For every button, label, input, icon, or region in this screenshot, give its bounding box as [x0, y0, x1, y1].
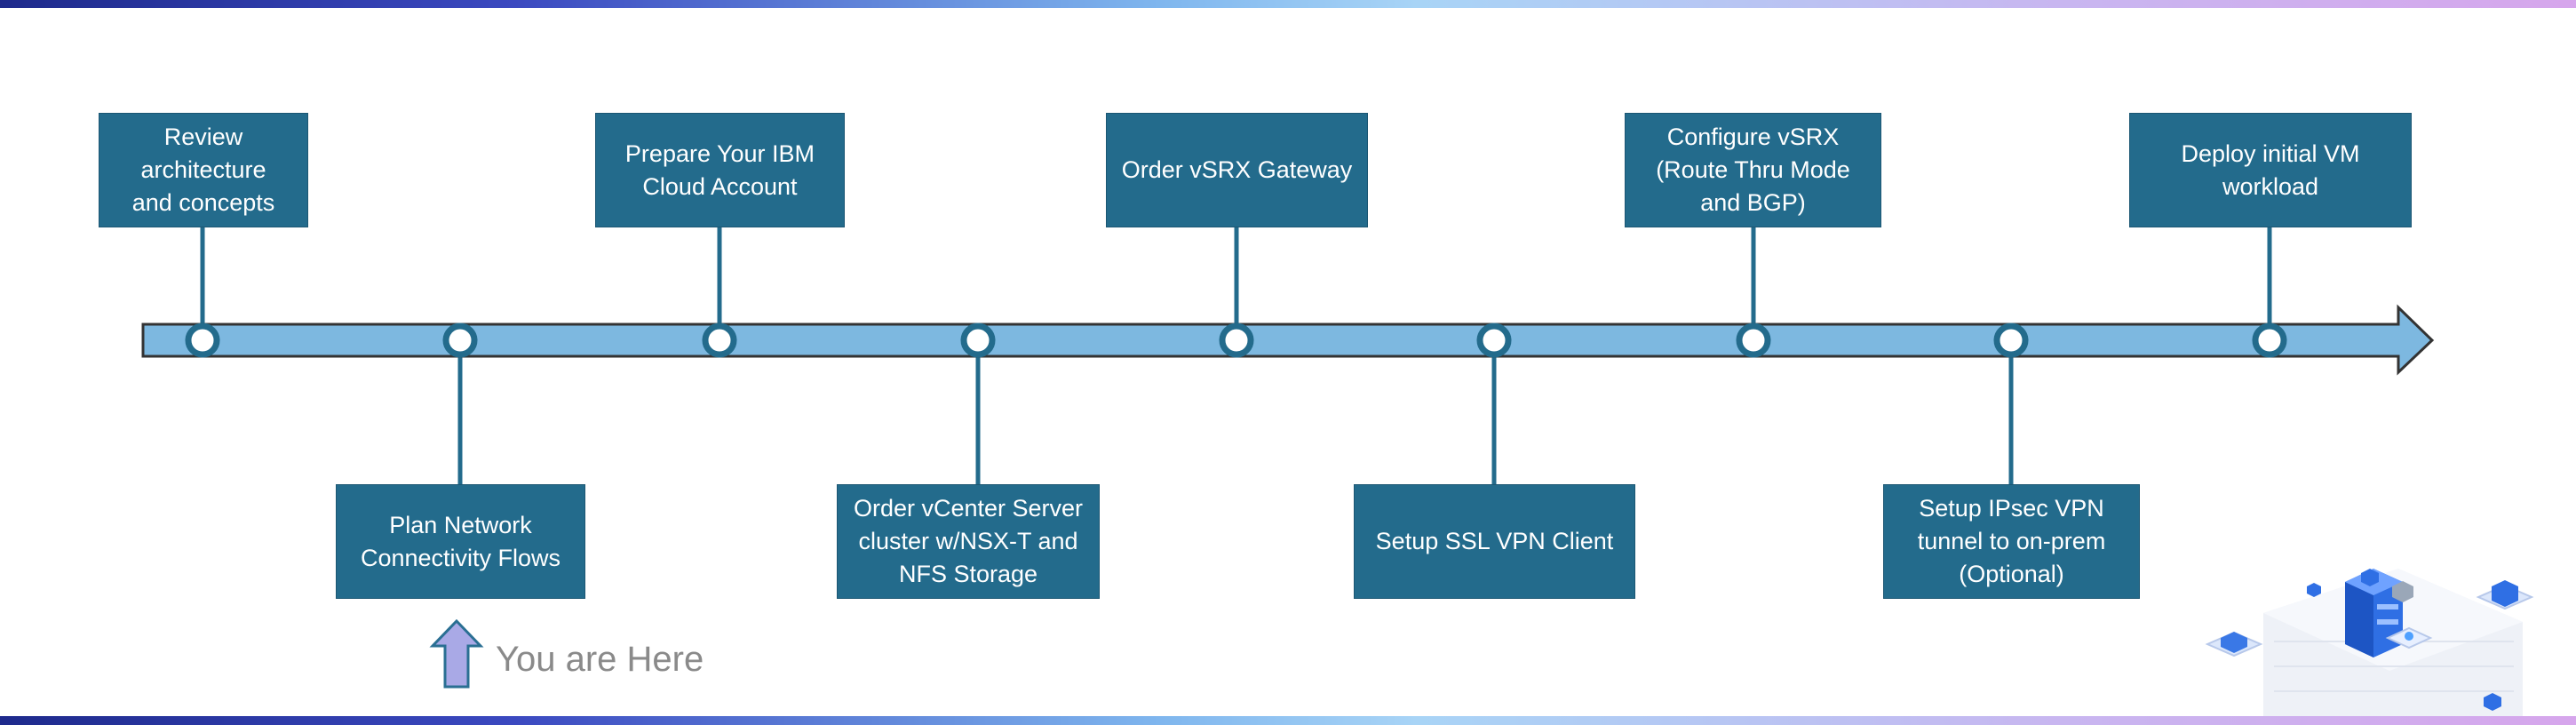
step-order-vsrx: Order vSRX Gateway: [1106, 113, 1368, 227]
timeline-node-7: [1736, 323, 1771, 358]
step-setup-ipsec-vpn: Setup IPsec VPN tunnel to on-prem (Optio…: [1883, 484, 2140, 599]
top-gradient-bar: [0, 0, 2576, 8]
cloud-datacenter-illustration-icon: [2205, 569, 2534, 716]
step-order-vcenter: Order vCenter Server cluster w/NSX-T and…: [837, 484, 1100, 599]
timeline-node-5: [1219, 323, 1254, 358]
timeline-node-3: [702, 323, 737, 358]
step-review-architecture: Review architecture and concepts: [99, 113, 308, 227]
timeline-node-2: [442, 323, 478, 358]
up-arrow-icon: [429, 618, 484, 689]
bottom-gradient-bar: [0, 716, 2576, 725]
step-deploy-vm: Deploy initial VM workload: [2129, 113, 2412, 227]
step-plan-network: Plan Network Connectivity Flows: [336, 484, 585, 599]
timeline-node-6: [1476, 323, 1512, 358]
step-prepare-ibm-cloud: Prepare Your IBM Cloud Account: [595, 113, 845, 227]
timeline-arrow: [141, 304, 2435, 376]
timeline-node-4: [960, 323, 996, 358]
timeline-node-1: [185, 323, 220, 358]
you-are-here-label: You are Here: [496, 640, 704, 679]
step-configure-vsrx: Configure vSRX (Route Thru Mode and BGP): [1625, 113, 1881, 227]
step-setup-ssl-vpn: Setup SSL VPN Client: [1354, 484, 1635, 599]
timeline-node-8: [1993, 323, 2029, 358]
timeline-node-9: [2252, 323, 2287, 358]
